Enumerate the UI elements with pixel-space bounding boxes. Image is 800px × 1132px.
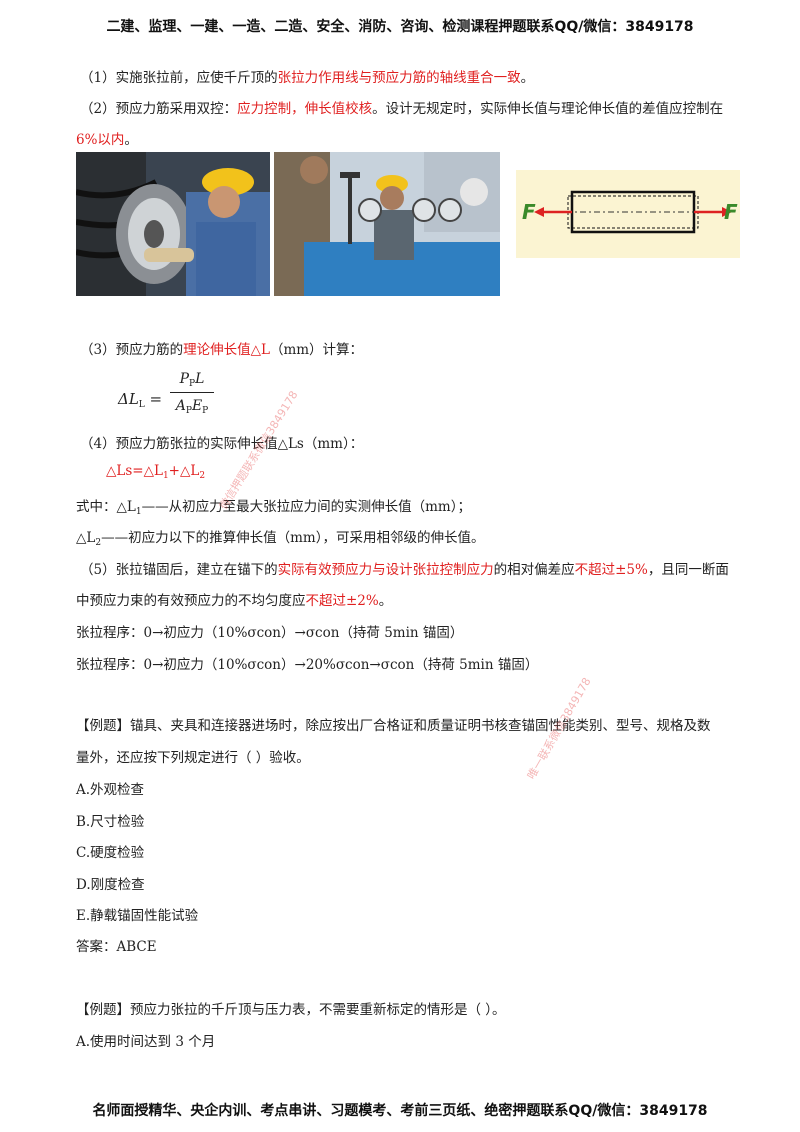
- answer: 答案：ABCE: [76, 939, 157, 955]
- option-a: A.使用时间达到 3 个月: [76, 1034, 216, 1050]
- option-a: A.外观检查: [76, 782, 145, 798]
- actual-elongation-formula: △Ls=△L1+△L2: [106, 463, 206, 481]
- highlight: 应力控制，伸长值校核: [237, 101, 373, 117]
- page-header: 二建、监理、一建、一造、二造、安全、消防、咨询、检测课程押题联系QQ/微信：38…: [106, 19, 694, 35]
- item-5: （5）张拉锚固后，建立在锚下的实际有效预应力与设计张拉控制应力的相对偏差应不超过…: [80, 562, 729, 578]
- definition-1: 式中：△L1——从初应力至最大张拉应力间的实测伸长值（mm）；: [76, 499, 471, 517]
- jack-tensioning-photo: [76, 152, 270, 296]
- tension-sequence-1: 张拉程序：0→初应力（10%σcon）→σcon（持荷 5min 锚固）: [76, 625, 464, 641]
- force-label-right: F: [724, 200, 738, 224]
- highlight: 理论伸长值△L: [183, 342, 270, 358]
- item-5-cont: 中预应力束的有效预应力的不均匀度应不超过±2%。: [76, 593, 393, 609]
- highlight: 不超过±5%: [574, 562, 648, 578]
- option-b: B.尺寸检验: [76, 814, 145, 830]
- question-1-stem-cont: 量外，还应按下列规定进行（ ）验收。: [76, 750, 310, 766]
- question-2-stem: 【例题】预应力张拉的千斤顶与压力表，不需要重新标定的情形是（ ）。: [76, 1002, 506, 1018]
- item-4: （4）预应力筋张拉的实际伸长值△Ls（mm）：: [80, 436, 364, 452]
- highlight: 不超过±2%: [305, 593, 379, 609]
- definition-2: △L2——初应力以下的推算伸长值（mm），可采用相邻级的伸长值。: [76, 530, 485, 548]
- option-e: E.静载锚固性能试验: [76, 908, 199, 924]
- item-2-cont: 6%以内。: [76, 132, 138, 148]
- question-1-stem: 【例题】锚具、夹具和连接器进场时，除应按出厂合格证和质量证明书核查锚固性能类别、…: [76, 718, 711, 734]
- option-d: D.刚度检查: [76, 877, 145, 893]
- tension-sequence-2: 张拉程序：0→初应力（10%σcon）→20%σcon→σcon（持荷 5min…: [76, 657, 539, 673]
- item-2: （2）预应力筋采用双控：应力控制，伸长值校核。设计无规定时，实际伸长值与理论伸长…: [80, 101, 724, 117]
- highlight: 实际有效预应力与设计张拉控制应力: [277, 562, 494, 578]
- tension-force-diagram: F F: [516, 170, 740, 258]
- item-3: （3）预应力筋的理论伸长值△L（mm）计算：: [80, 342, 364, 358]
- workers-gauges-photo: [274, 152, 500, 296]
- page-footer: 名师面授精华、央企内训、考点串讲、习题模考、考前三页纸、绝密押题联系QQ/微信：…: [92, 1103, 708, 1119]
- force-label-left: F: [522, 200, 536, 224]
- highlight: 6%以内: [76, 132, 125, 148]
- option-c: C.硬度检验: [76, 845, 145, 861]
- item-1: （1）实施张拉前，应使千斤顶的张拉力作用线与预应力筋的轴线重合一致。: [80, 70, 535, 86]
- highlight: 张拉力作用线与预应力筋的轴线重合一致: [277, 70, 521, 86]
